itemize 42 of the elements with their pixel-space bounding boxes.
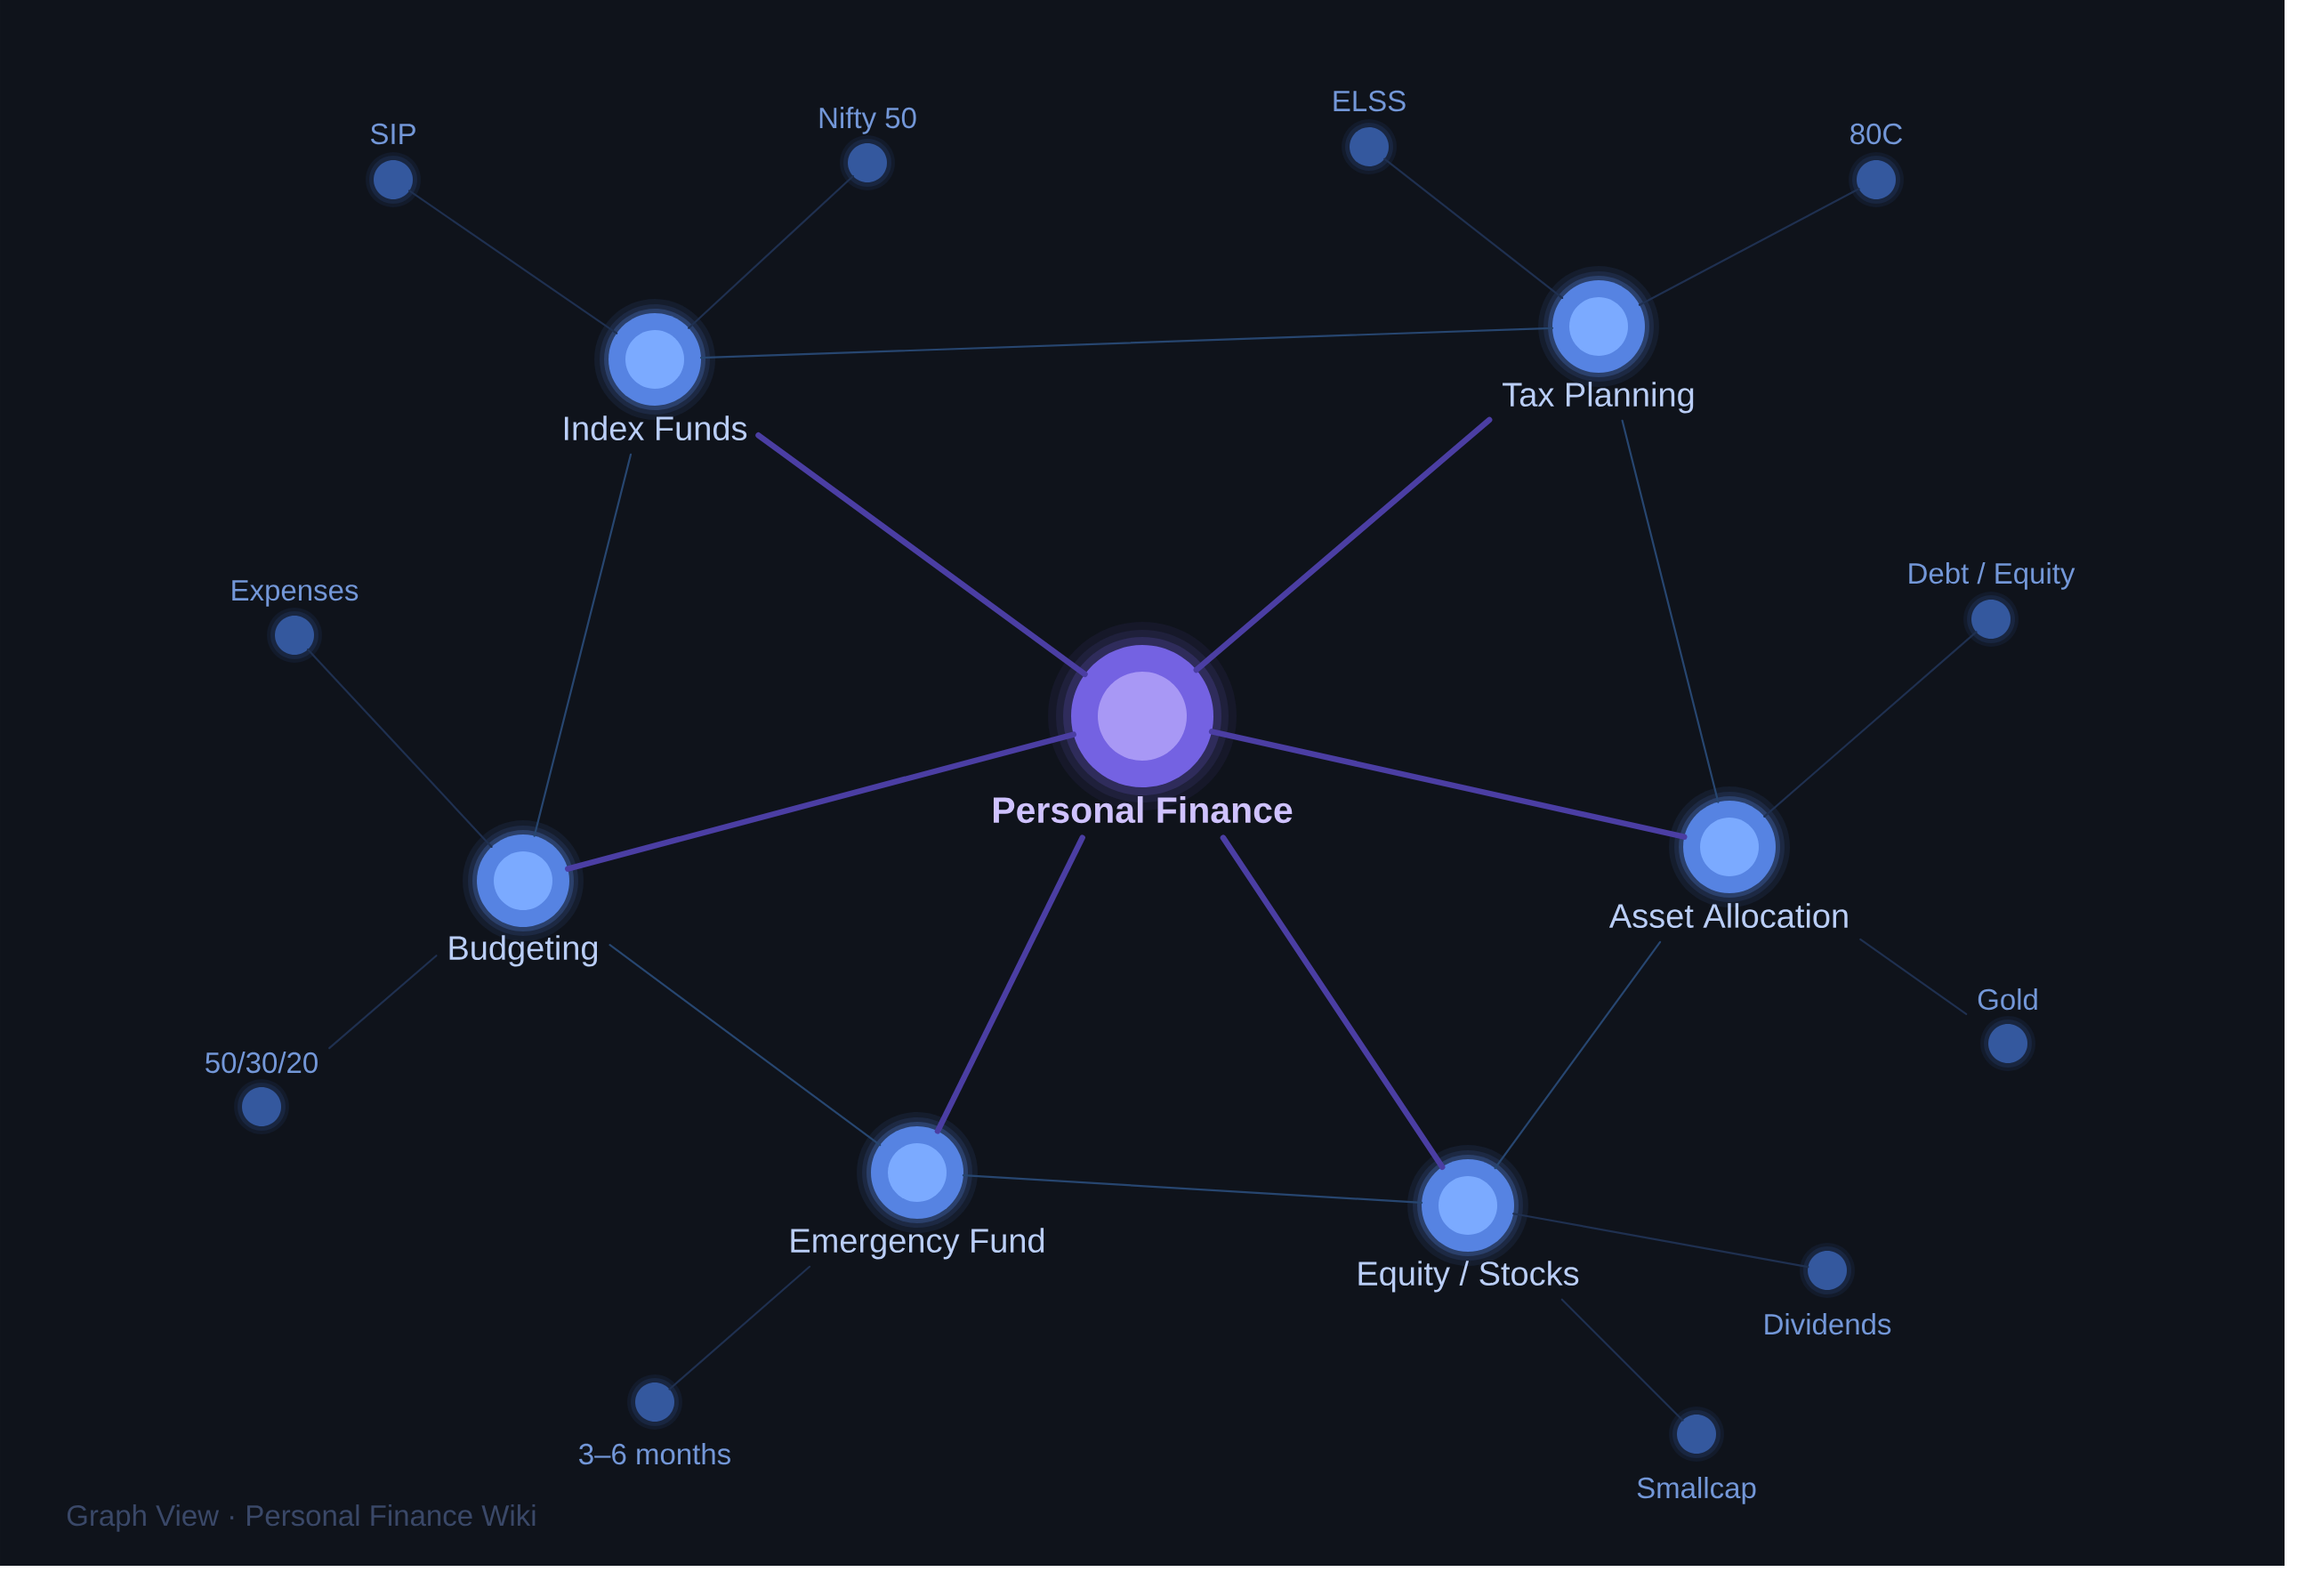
node-label: 3–6 months (579, 1442, 730, 1465)
node-label: Equity / Stocks (1358, 1261, 1579, 1293)
node-label: 80C (1850, 123, 1902, 145)
node-label: ELSS (1334, 90, 1406, 112)
node-label: Dividends (1765, 1312, 1891, 1335)
link-line (1193, 416, 1493, 673)
link-line (408, 189, 618, 335)
link-line (306, 649, 493, 849)
link-line (962, 1174, 1423, 1204)
link-line (565, 731, 1076, 872)
link-line (1560, 1298, 1684, 1422)
link-line (699, 326, 1554, 359)
link-line (1494, 940, 1662, 1170)
link-line (1763, 631, 1978, 818)
link-line (934, 834, 1085, 1134)
link-line (1220, 834, 1446, 1170)
node-label: Gold (1978, 987, 2037, 1011)
node-label: Expenses (232, 580, 359, 607)
link-line (533, 453, 633, 837)
node-label: Personal Finance (994, 796, 1293, 824)
node-label: Index Funds (564, 415, 747, 441)
link-line (688, 174, 854, 329)
node-label: 50/30/20 (206, 1051, 318, 1074)
node-label: Nifty 50 (819, 106, 916, 134)
link-line (1512, 1213, 1809, 1269)
link-line (755, 432, 1088, 677)
node-label: Smallcap (1637, 1476, 1756, 1504)
node-label: Asset Allocation (1608, 903, 1848, 929)
node-label: Budgeting (449, 935, 598, 967)
link-line (328, 955, 438, 1050)
node-label: Emergency Fund (791, 1228, 1044, 1260)
link-line (1383, 157, 1564, 300)
link-line (668, 1265, 811, 1390)
node-label: Tax Planning (1503, 382, 1694, 414)
link-line (1638, 188, 1860, 306)
caption: Graph View · Personal Finance Wiki (67, 1504, 536, 1532)
link-line (1208, 729, 1688, 840)
node-label: Debt / Equity (1909, 561, 2075, 590)
node-label: SIP (370, 123, 415, 145)
link-line (1859, 938, 1968, 1016)
link-line (608, 944, 882, 1147)
link-line (1621, 419, 1720, 803)
